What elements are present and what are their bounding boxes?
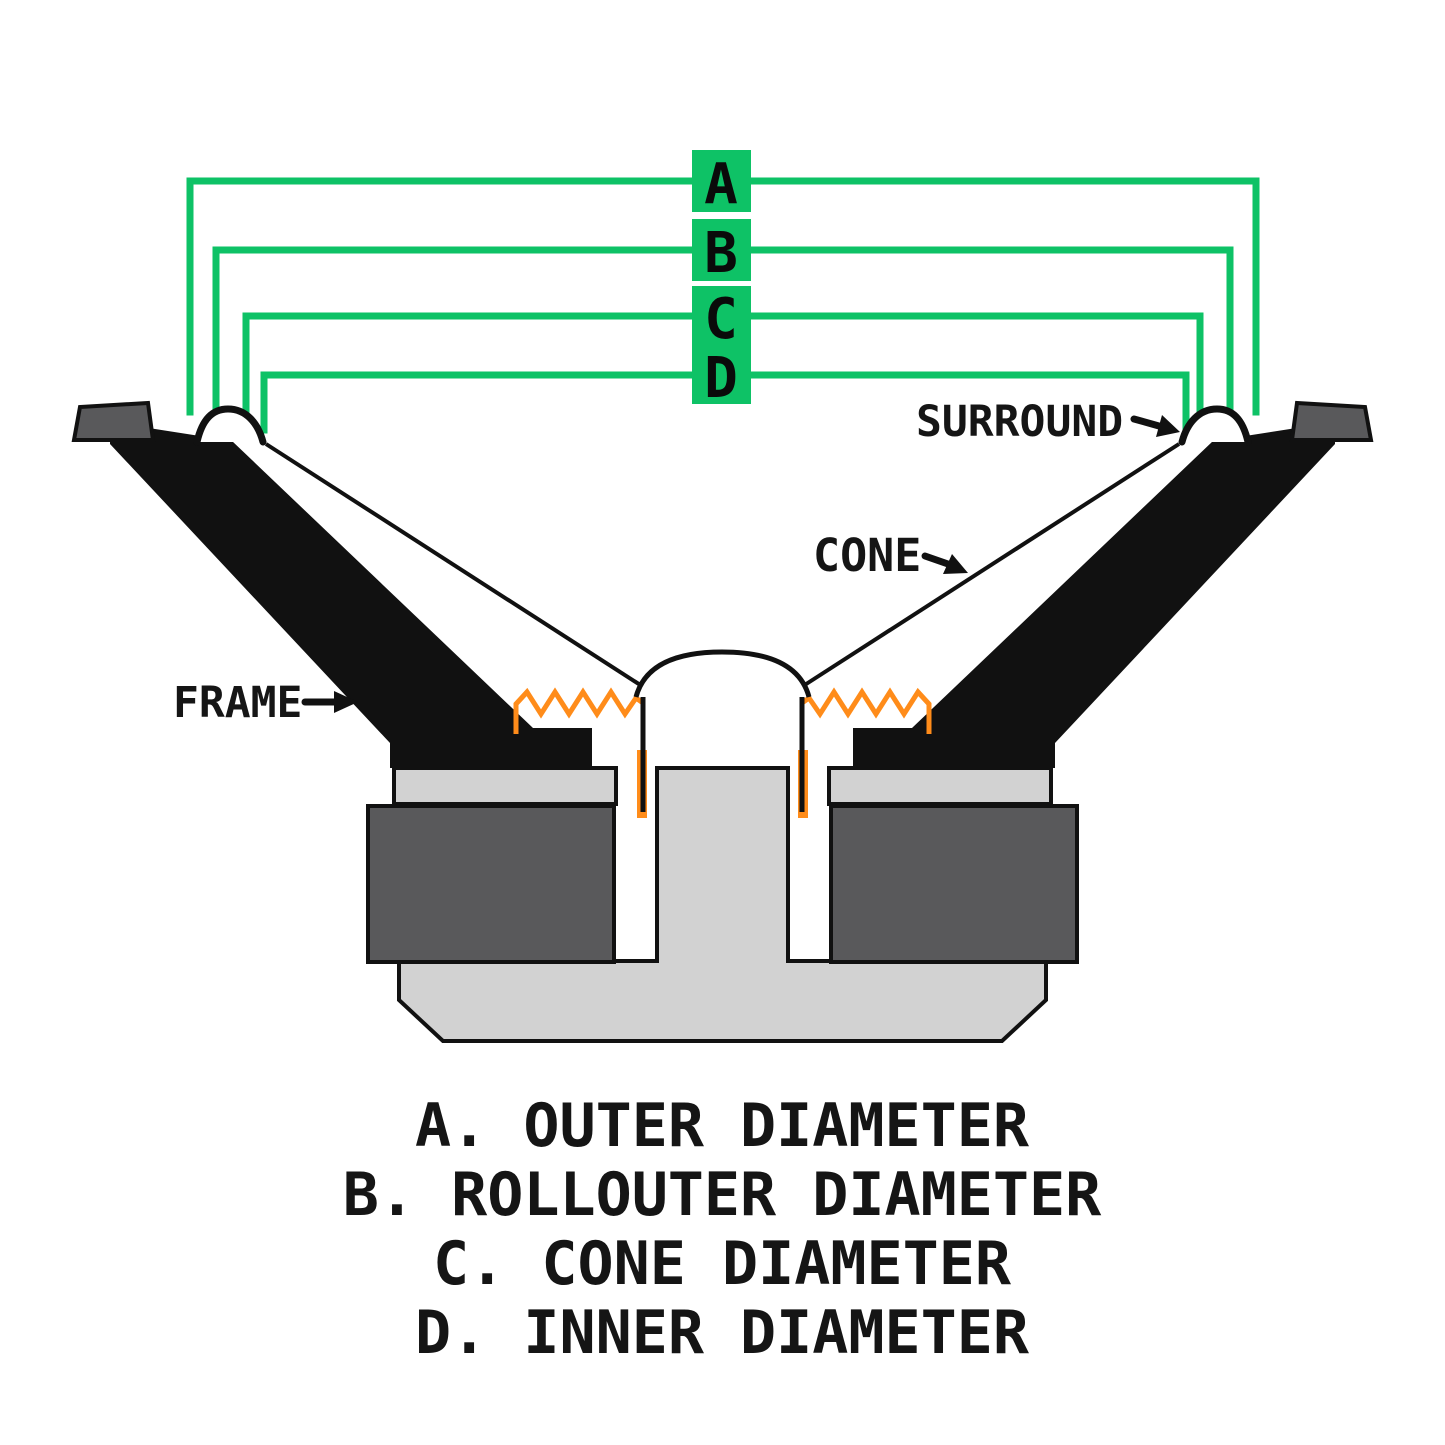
legend-line-a: A. OUTER DIAMETER: [415, 1091, 1030, 1161]
surround-arrow: [1130, 415, 1163, 430]
surround-left: [193, 405, 267, 446]
mounting-flange-right: [1289, 400, 1374, 442]
legend-line-d: D. INNER DIAMETER: [415, 1298, 1030, 1368]
magnet-left: [366, 804, 616, 964]
frame-right: [853, 422, 1335, 768]
top-plate-left: [392, 766, 618, 806]
spider-left: [513, 687, 645, 734]
marker-box-c: [692, 286, 751, 346]
dust-cap: [633, 649, 812, 698]
marker-box-d: [692, 346, 751, 404]
marker-letter-b: B: [704, 221, 738, 286]
cone-right-line: [798, 442, 1181, 690]
dimension-marker-boxes: A B C D: [692, 150, 751, 411]
frame-label: FRAME: [173, 678, 302, 728]
spider-right: [800, 687, 932, 734]
legend-line-b: B. ROLLOUTER DIAMETER: [343, 1160, 1102, 1230]
surround-arrow-head: [1156, 415, 1180, 437]
magnet-right: [829, 804, 1079, 964]
legend: A. OUTER DIAMETER B. ROLLOUTER DIAMETER …: [343, 1091, 1102, 1368]
cone-arrow-head: [943, 554, 968, 574]
cone-left-line: [264, 442, 647, 690]
surround-label: SURROUND: [916, 397, 1123, 447]
marker-letter-d: D: [704, 346, 738, 411]
marker-letter-a: A: [704, 152, 738, 217]
cone-arrow: [921, 552, 952, 568]
marker-box-b: [692, 219, 751, 281]
legend-line-c: C. CONE DIAMETER: [433, 1229, 1012, 1299]
surround-right: [1178, 405, 1252, 446]
marker-box-a: [692, 150, 751, 212]
mounting-flange-left: [71, 400, 156, 442]
top-plate-right: [827, 766, 1053, 806]
cone-label: CONE: [813, 529, 921, 582]
marker-letter-c: C: [704, 287, 738, 352]
frame-arrow-head: [334, 691, 358, 713]
frame-left: [110, 422, 592, 768]
